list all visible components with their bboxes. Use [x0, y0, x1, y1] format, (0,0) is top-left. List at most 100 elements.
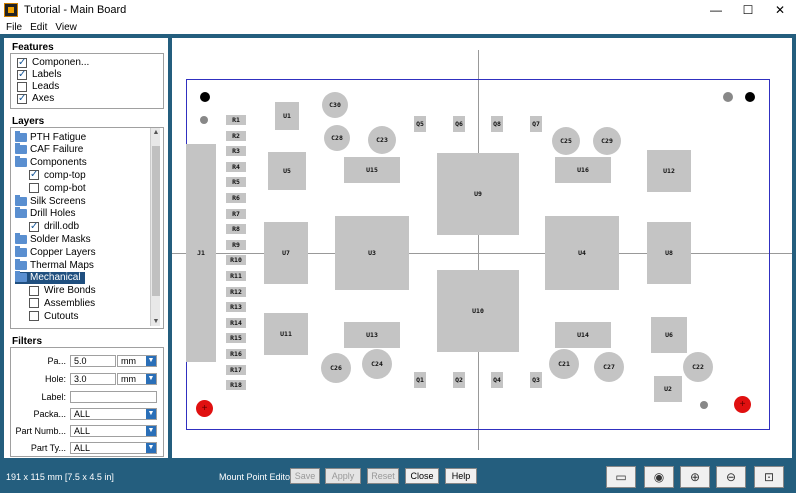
component-r8[interactable]: R8	[226, 224, 246, 235]
package-select[interactable]: ALL▼	[70, 408, 157, 420]
close-icon[interactable]: ✕	[774, 3, 786, 17]
component-u10[interactable]: U10	[437, 270, 519, 352]
component-u8[interactable]: U8	[647, 222, 691, 284]
layer-item[interactable]: Copper Layers	[15, 245, 96, 258]
layer-item[interactable]: PTH Fatigue	[15, 130, 86, 143]
component-r18[interactable]: R18	[226, 380, 246, 391]
layers-scrollbar[interactable]: ▲ ▼	[150, 128, 160, 326]
mount-point-marker[interactable]: +	[196, 400, 213, 417]
component-u9[interactable]: U9	[437, 153, 519, 235]
component-r10[interactable]: R10	[226, 255, 246, 266]
checkbox-icon[interactable]	[17, 93, 27, 104]
component-u7[interactable]: U7	[264, 222, 308, 284]
minimize-icon[interactable]: —	[710, 3, 722, 17]
zoom-fit-icon[interactable]: ⊡	[754, 466, 784, 488]
feature-components[interactable]: Componen...	[17, 57, 89, 68]
layer-item[interactable]: Components	[15, 156, 87, 169]
layer-item[interactable]: drill.odb	[29, 221, 79, 233]
component-u13[interactable]: U13	[344, 322, 400, 348]
maximize-icon[interactable]: ☐	[742, 3, 754, 17]
component-r2[interactable]: R2	[226, 130, 246, 141]
menu-edit[interactable]: Edit	[30, 21, 48, 33]
component-r1[interactable]: R1	[226, 115, 246, 125]
scroll-down-icon[interactable]: ▼	[152, 318, 160, 325]
feature-axes[interactable]: Axes	[17, 93, 54, 104]
layer-item[interactable]: Assemblies	[29, 297, 95, 309]
hole-input[interactable]: 3.0	[70, 373, 116, 385]
checkbox-icon[interactable]	[29, 183, 39, 194]
component-r12[interactable]: R12	[226, 286, 246, 297]
component-c27[interactable]: C27	[594, 352, 624, 382]
component-u4[interactable]: U4	[545, 216, 619, 290]
component-q8[interactable]: Q8	[491, 116, 503, 132]
component-u1[interactable]: U1	[275, 102, 299, 130]
component-u3[interactable]: U3	[335, 216, 409, 290]
apply-button[interactable]: Apply	[325, 468, 361, 484]
mount-hole[interactable]	[723, 92, 733, 102]
folder-icon[interactable]: ▭	[606, 466, 636, 488]
component-c21[interactable]: C21	[549, 349, 579, 379]
layer-item[interactable]: Thermal Maps	[15, 258, 94, 271]
feature-labels[interactable]: Labels	[17, 69, 61, 80]
component-u2[interactable]: U2	[654, 376, 682, 402]
component-q2[interactable]: Q2	[453, 372, 465, 388]
layer-item[interactable]: Cutouts	[29, 310, 78, 322]
component-j1[interactable]: J1	[186, 144, 216, 362]
checkbox-icon[interactable]	[29, 285, 39, 296]
mount-hole[interactable]	[745, 92, 755, 102]
checkbox-icon[interactable]	[17, 69, 27, 80]
component-u12[interactable]: U12	[647, 150, 691, 192]
help-button[interactable]: Help	[445, 468, 477, 484]
layer-item[interactable]: CAF Failure	[15, 143, 83, 156]
reset-button[interactable]: Reset	[367, 468, 399, 484]
component-r15[interactable]: R15	[226, 333, 246, 344]
layer-item[interactable]: Silk Screens	[15, 194, 86, 207]
component-q7[interactable]: Q7	[530, 116, 542, 132]
component-q5[interactable]: Q5	[414, 116, 426, 132]
hole-unit-select[interactable]: mm▼	[117, 373, 157, 385]
pad-unit-select[interactable]: mm▼	[117, 355, 157, 367]
mount-point-marker[interactable]: +	[734, 396, 751, 413]
chevron-down-icon[interactable]: ▼	[146, 443, 156, 453]
checkbox-icon[interactable]	[17, 57, 27, 68]
layer-item[interactable]: Mechanical	[15, 271, 85, 284]
menu-file[interactable]: File	[6, 21, 23, 33]
component-u6[interactable]: U6	[651, 317, 687, 353]
component-c22[interactable]: C22	[683, 352, 713, 382]
label-input[interactable]	[70, 391, 157, 403]
scroll-up-icon[interactable]: ▲	[152, 129, 160, 136]
layer-item[interactable]: comp-bot	[29, 182, 86, 194]
mount-hole[interactable]	[700, 401, 708, 409]
layer-item[interactable]: Wire Bonds	[29, 285, 96, 297]
component-r14[interactable]: R14	[226, 317, 246, 328]
component-u15[interactable]: U15	[344, 157, 400, 183]
component-c29[interactable]: C29	[593, 127, 621, 155]
camera-icon[interactable]: ◉	[644, 466, 674, 488]
component-c24[interactable]: C24	[362, 349, 392, 379]
parttype-select[interactable]: ALL▼	[70, 442, 157, 454]
component-r16[interactable]: R16	[226, 349, 246, 359]
layer-item[interactable]: comp-top	[29, 169, 86, 181]
component-r17[interactable]: R17	[226, 364, 246, 375]
checkbox-icon[interactable]	[29, 311, 39, 322]
component-r11[interactable]: R11	[226, 271, 246, 281]
component-q3[interactable]: Q3	[530, 372, 542, 388]
component-c28[interactable]: C28	[324, 125, 350, 151]
chevron-down-icon[interactable]: ▼	[146, 356, 156, 366]
component-c23[interactable]: C23	[368, 126, 396, 154]
component-r6[interactable]: R6	[226, 193, 246, 203]
component-c25[interactable]: C25	[552, 127, 580, 155]
component-r4[interactable]: R4	[226, 161, 246, 172]
component-c26[interactable]: C26	[321, 353, 351, 383]
chevron-down-icon[interactable]: ▼	[146, 374, 156, 384]
component-q4[interactable]: Q4	[491, 372, 503, 388]
chevron-down-icon[interactable]: ▼	[146, 426, 156, 436]
menu-view[interactable]: View	[55, 21, 77, 33]
checkbox-icon[interactable]	[17, 81, 27, 92]
mount-hole[interactable]	[200, 116, 208, 124]
component-c30[interactable]: C30	[322, 92, 348, 118]
scroll-thumb[interactable]	[152, 146, 160, 296]
component-q6[interactable]: Q6	[453, 116, 465, 132]
chevron-down-icon[interactable]: ▼	[146, 409, 156, 419]
pad-input[interactable]: 5.0	[70, 355, 116, 367]
